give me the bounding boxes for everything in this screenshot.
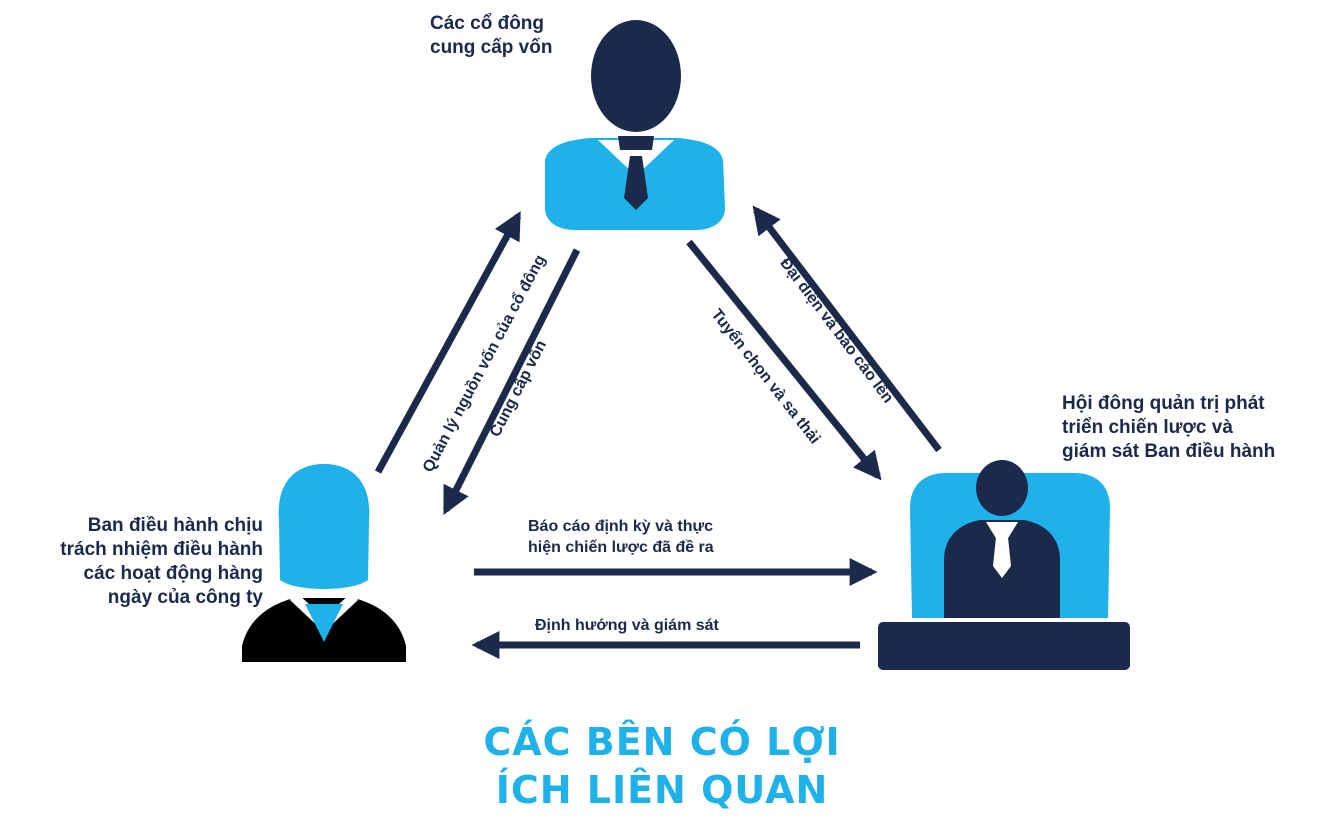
businesswoman-icon xyxy=(242,464,406,662)
board-label-line: triển chiến lược và xyxy=(1062,417,1233,438)
edge-label-periodic-report: Báo cáo định kỳ và thực hiện chiến lược … xyxy=(528,516,714,558)
executives-label-line: các hoạt động hàng xyxy=(83,563,263,584)
shareholders-label-line: Các cổ đông xyxy=(430,13,545,34)
shareholders-label: Các cổ đông cung cấp vốn xyxy=(430,12,552,60)
arrows xyxy=(374,205,942,659)
board-label: Hội đông quản trị phát triển chiến lược … xyxy=(1062,392,1275,464)
edge-label-line: Báo cáo định kỳ và thực xyxy=(528,518,713,535)
arrow-represent-report xyxy=(752,205,942,453)
diagram-title: CÁC BÊN CÓ LỢI ÍCH LIÊN QUAN xyxy=(362,718,962,814)
edge-label-direct-supervise: Định hướng và giám sát xyxy=(535,617,719,634)
edge-label-line: hiện chiến lược đã đề ra xyxy=(528,539,714,556)
board-label-line: Hội đông quản trị phát xyxy=(1062,393,1265,414)
title-line: CÁC BÊN CÓ LỢI xyxy=(483,720,841,764)
shareholders-label-line: cung cấp vốn xyxy=(430,37,553,58)
executives-label: Ban điều hành chịu trách nhiệm điều hành… xyxy=(20,514,263,610)
executives-label-line: Ban điều hành chịu xyxy=(87,515,263,536)
arrow-select-dismiss xyxy=(686,239,882,481)
board-member-at-desk-icon xyxy=(878,460,1130,670)
businessman-icon xyxy=(545,20,725,230)
arrow-provide-capital xyxy=(442,248,581,516)
board-label-line: giám sát Ban điều hành xyxy=(1062,441,1276,462)
executives-label-line: trách nhiệm điều hành xyxy=(60,539,263,560)
executives-label-line: ngày của công ty xyxy=(107,587,263,608)
arrow-manage-capital xyxy=(374,211,522,474)
title-line: ÍCH LIÊN QUAN xyxy=(495,768,829,812)
